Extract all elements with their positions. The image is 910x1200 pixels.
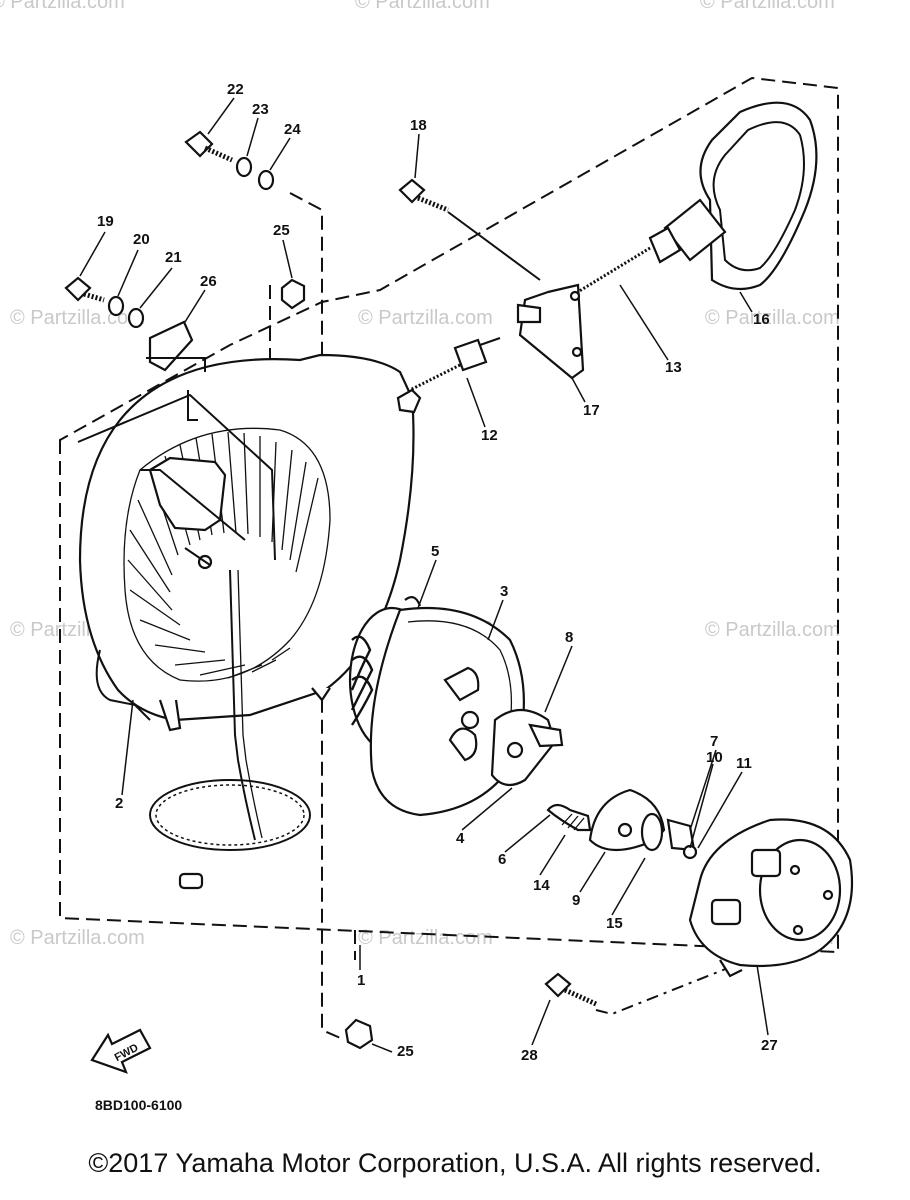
callout-14: 14 [533, 877, 550, 894]
nut-25-bottom [344, 1018, 374, 1050]
callout-12: 12 [481, 427, 498, 444]
callout-25b: 25 [397, 1043, 414, 1060]
callout-2: 2 [115, 795, 123, 812]
fasteners [64, 130, 598, 1050]
washer-23 [235, 156, 253, 178]
callout-26: 26 [200, 273, 217, 290]
drive-pawl [490, 708, 592, 832]
callout-28: 28 [521, 1047, 538, 1064]
bolt-18-leader [447, 211, 541, 281]
bolt-19 [64, 276, 105, 303]
callout-6: 6 [498, 851, 506, 868]
starter-pulley-cup [688, 818, 854, 978]
callout-13: 13 [665, 359, 682, 376]
callout-15: 15 [606, 915, 623, 932]
callout-8: 8 [565, 629, 573, 646]
watermark: © Partzilla.com [355, 0, 490, 13]
callout-4: 4 [456, 830, 465, 847]
starter-rope-coil [149, 779, 311, 890]
bolt-28 [544, 972, 598, 1007]
callout-5: 5 [431, 543, 439, 560]
bolt-18 [398, 178, 449, 213]
washer-20 [107, 295, 125, 317]
washer-24 [257, 169, 275, 191]
callout-18: 18 [410, 117, 427, 134]
leader-26-box [146, 357, 206, 372]
rope-guide-bracket [516, 283, 585, 380]
callout-20: 20 [133, 231, 150, 248]
watermark: © Partzilla.com [0, 0, 125, 13]
plate-26 [148, 320, 194, 372]
leader-dash-27 [595, 967, 729, 1016]
leader-guide-line [77, 393, 276, 561]
callout-23: 23 [252, 101, 269, 118]
callout-11: 11 [736, 755, 752, 772]
washer-21 [127, 307, 145, 329]
callout-16: 16 [753, 311, 770, 328]
leader-lines [79, 97, 769, 1053]
watermark: © Partzilla.com [705, 307, 840, 329]
leader-plate-line [140, 469, 246, 541]
fwd-arrow: FWD [90, 1028, 152, 1074]
callout-22: 22 [227, 81, 244, 98]
callout-19: 19 [97, 213, 114, 230]
callout-21: 21 [165, 249, 182, 266]
callout-25: 25 [273, 222, 290, 239]
watermark: © Partzilla.com [705, 619, 840, 641]
callout-27: 27 [761, 1037, 778, 1054]
copyright-notice: ©2017 Yamaha Motor Corporation, U.S.A. A… [88, 1148, 822, 1178]
callout-24: 24 [284, 121, 301, 138]
nut-25-top [280, 278, 306, 310]
callout-3: 3 [500, 583, 508, 600]
starter-handle [539, 101, 818, 317]
bolt-22 [184, 130, 234, 163]
watermark: © Partzilla.com [10, 927, 145, 949]
callout-labels: 1 2 3 4 5 6 7 8 9 10 11 12 13 14 15 16 1… [97, 81, 778, 1064]
callout-17: 17 [583, 402, 600, 419]
friction-plate [588, 788, 698, 860]
watermark: © Partzilla.com [358, 307, 493, 329]
callout-1: 1 [357, 972, 365, 989]
assembly-boundary [59, 76, 839, 954]
watermark: © Partzilla.com [700, 0, 835, 13]
part-code: 8BD100-6100 [95, 1097, 182, 1113]
callout-9: 9 [572, 892, 580, 909]
watermark: © Partzilla.com [358, 927, 493, 949]
rope-reel [348, 596, 525, 817]
watermark: © Partzilla.com [10, 307, 145, 329]
fan-housing [78, 353, 422, 841]
callout-7: 7 [710, 733, 718, 750]
rope-guide [409, 337, 501, 392]
